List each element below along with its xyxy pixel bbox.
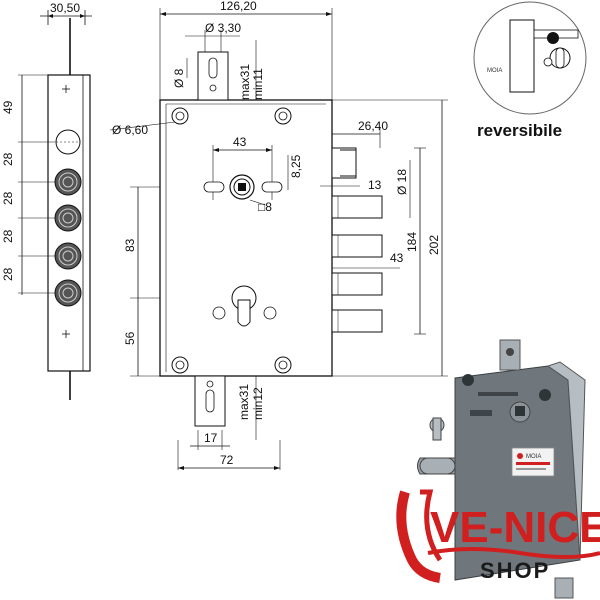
height-inner-label: 184 [405,232,419,252]
center-distance-label: 83 [123,238,137,252]
faceplate-screw-bottom [62,330,70,338]
product-brand-label: MOIA [526,454,541,460]
reversibile-inset: MOIA reversibile [473,1,587,140]
top-rod-plate: Ø 3,30 Ø 8 max31 min11 [172,21,265,101]
travel-top-label-min: min11 [251,68,265,100]
body-width-label: 126,20 [220,0,257,13]
dim-spacing-4: 28 [1,267,15,281]
screw-hole-label: Ø 6,60 [112,123,148,137]
product-photo: MOIA [417,339,586,599]
height-total-label: 202 [427,235,441,255]
spindle-spacing-label: 43 [233,135,247,149]
faceplate-screw-top [62,85,70,93]
dim-spacing-2: 28 [1,191,15,205]
logo-sub-text: SHOP [480,558,550,583]
rod-width-label: 30,50 [50,1,80,15]
travel-top-label-max: max31 [238,64,252,100]
venice-shop-logo: VE-NICE SHOP [396,489,600,583]
bolt-offset-label: 13 [368,178,382,192]
plate-width-label: 72 [220,453,234,467]
bolt-circles [54,168,82,307]
square-label: □8 [258,200,272,214]
bolt-projection-label: 26,40 [358,119,388,133]
slot-diameter-label: Ø 8 [172,68,186,88]
bolt-diameter-label: Ø 18 [395,169,409,195]
dim-top-offset: 49 [1,100,15,114]
lower-offset-label: 56 [123,331,137,345]
backset-label: 43 [390,251,404,265]
hole-diameter-label: Ø 3,30 [205,21,241,35]
bottom-rod-plate: max31 min12 17 72 [177,375,281,470]
travel-bottom-label-min: min12 [251,387,265,420]
side-view-faceplate: 30,50 [1,1,92,400]
cylinder-cutout [212,285,277,327]
spindle-region: 43 □8 8,25 [203,135,303,214]
latch-and-bolts [331,147,383,333]
dim-spacing-1: 28 [1,152,15,166]
spindle-offset-label: 8,25 [289,154,303,178]
logo-brand-text: VE-NICE [430,503,600,552]
mounting-holes [171,107,292,374]
front-view-lock-body: 126,20 Ø 3,30 Ø 8 max31 min11 [109,0,448,470]
inset-tiny-label: MOIA [487,68,502,74]
reversibile-label: reversibile [477,121,562,140]
bottom-slot-label: 17 [204,431,218,445]
dim-spacing-3: 28 [1,229,15,243]
travel-bottom-label-max: max31 [237,384,251,420]
